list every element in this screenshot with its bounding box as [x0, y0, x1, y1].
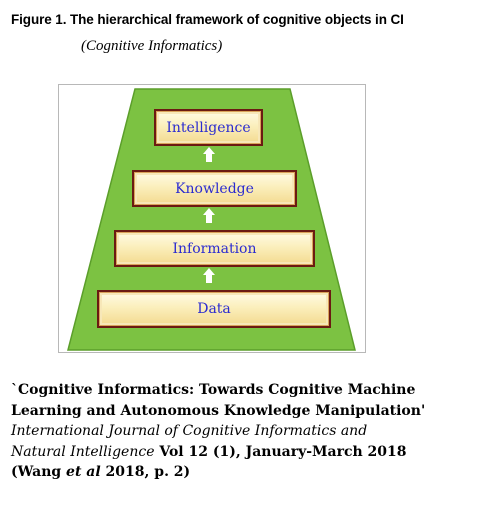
- citation: `Cognitive Informatics: Towards Cognitiv…: [11, 380, 495, 483]
- citation-ref-close: 2018, p. 2): [100, 464, 191, 480]
- citation-volume: Vol 12 (1), January-March 2018: [154, 443, 407, 460]
- level-information: Information: [114, 230, 315, 267]
- citation-ref-etal: et al: [66, 464, 101, 480]
- citation-journal-line-1: International Journal of Cognitive Infor…: [11, 423, 368, 439]
- level-intelligence: Intelligence: [154, 109, 263, 146]
- figure-subtitle: (Cognitive Informatics): [81, 38, 223, 54]
- citation-ref-open: (Wang: [11, 464, 67, 480]
- citation-journal-line-2: Natural Intelligence: [11, 443, 155, 460]
- citation-title-line-1: `Cognitive Informatics: Towards Cognitiv…: [11, 382, 416, 398]
- figure-title: Figure 1. The hierarchical framework of …: [11, 12, 404, 27]
- level-data: Data: [97, 290, 331, 328]
- citation-title-line-2: Learning and Autonomous Knowledge Manipu…: [11, 402, 426, 419]
- hierarchy-diagram: Intelligence Knowledge Information Data: [58, 84, 366, 353]
- level-knowledge: Knowledge: [132, 170, 297, 207]
